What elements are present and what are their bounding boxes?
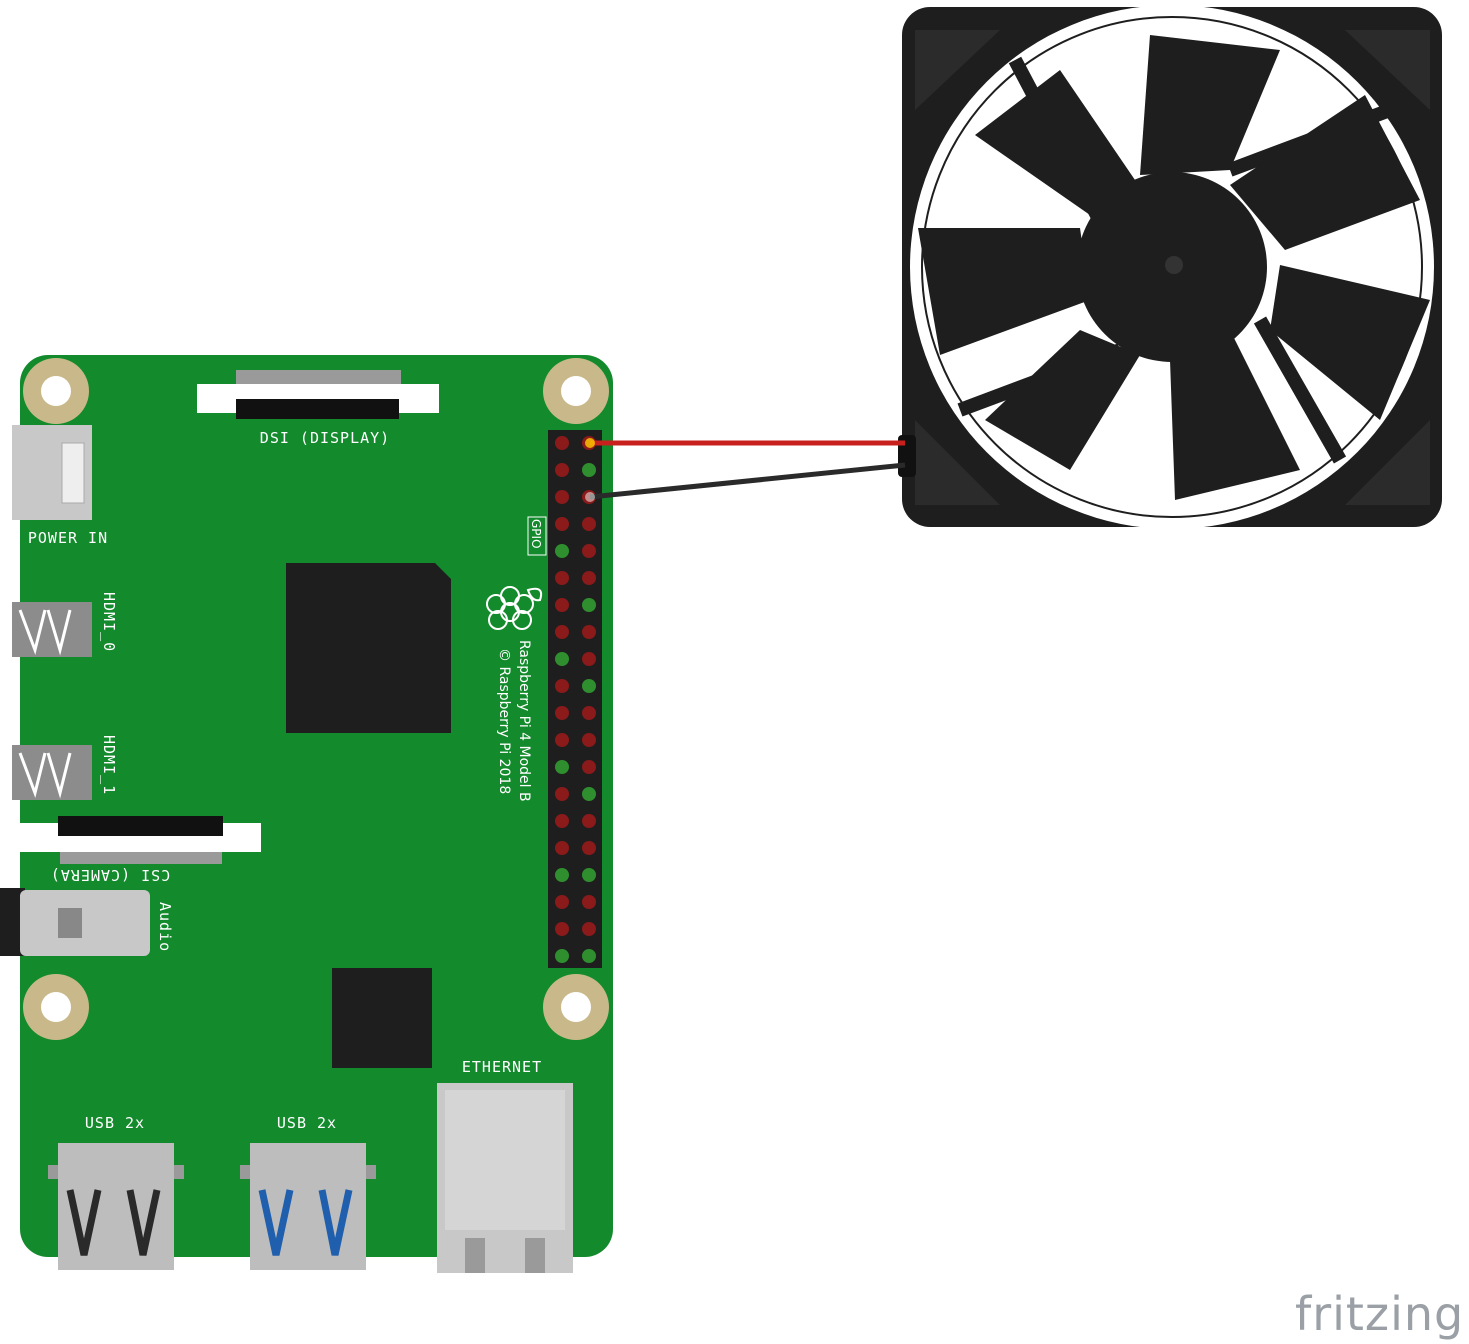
gpio-pin[interactable] (582, 679, 596, 693)
gpio-pin[interactable] (582, 598, 596, 612)
power-in-label: POWER IN (28, 529, 108, 547)
ethernet-port (437, 1083, 573, 1273)
gpio-pin[interactable] (555, 436, 569, 450)
raspberry-logo (486, 586, 543, 630)
hdmi1-port (12, 745, 92, 800)
mount-pads (23, 358, 609, 1040)
fan-strut (1253, 316, 1347, 464)
usb2-label: USB 2x (85, 1114, 145, 1132)
gpio-pin[interactable] (555, 490, 569, 504)
power-usbc-port (12, 425, 92, 520)
gpio-pin[interactable] (555, 760, 569, 774)
model-text: Raspberry Pi 4 Model B (516, 640, 532, 802)
fan-corner (915, 30, 1000, 110)
hdmi0-label: HDMI_0 (100, 592, 118, 652)
gpio-pin[interactable] (555, 814, 569, 828)
gpio-pin[interactable] (582, 571, 596, 585)
usb3-label: USB 2x (277, 1114, 337, 1132)
csi-label: CSI (CAMERA) (50, 866, 170, 884)
gpio-pin[interactable] (555, 949, 569, 963)
gpio-pin[interactable] (555, 895, 569, 909)
fan-corner (1345, 30, 1430, 110)
gpio-pin[interactable] (582, 706, 596, 720)
gpio-pin[interactable] (582, 895, 596, 909)
fan-hub-center (1165, 256, 1183, 274)
gpio-pin[interactable] (555, 517, 569, 531)
gpio-pins (555, 436, 596, 963)
dsi-connector (197, 370, 439, 419)
gpio-pin[interactable] (582, 517, 596, 531)
gpio-pin[interactable] (555, 787, 569, 801)
wire-endpoint[interactable] (585, 438, 595, 448)
gpio-pin[interactable] (555, 544, 569, 558)
gpio-pin[interactable] (582, 814, 596, 828)
gpio-pin[interactable] (555, 625, 569, 639)
cooling-fan (898, 5, 1442, 529)
gpio-pin[interactable] (555, 922, 569, 936)
dsi-label: DSI (DISPLAY) (260, 429, 390, 447)
gpio-pin[interactable] (582, 922, 596, 936)
fan-corner (1345, 420, 1430, 505)
csi-connector (18, 816, 261, 864)
wire-endpoint[interactable] (585, 492, 595, 502)
gpio-pin[interactable] (555, 841, 569, 855)
usb2-port (48, 1143, 184, 1270)
gpio-pin[interactable] (582, 463, 596, 477)
gpio-pin[interactable] (555, 733, 569, 747)
gpio-pin[interactable] (582, 625, 596, 639)
fan-corner (915, 420, 1000, 505)
gpio-header (548, 430, 602, 968)
gpio-pin[interactable] (582, 652, 596, 666)
usb-controller-chip (332, 968, 432, 1068)
fritzing-brand: fritzing (1295, 1287, 1464, 1341)
hdmi0-port (12, 602, 92, 657)
gpio-pin[interactable] (582, 733, 596, 747)
audio-label: Audio (156, 902, 174, 952)
hdmi1-label: HDMI_1 (100, 735, 118, 795)
gpio-pin[interactable] (582, 760, 596, 774)
fan-ground-wire[interactable] (589, 462, 906, 500)
soc-chip (286, 563, 451, 733)
copyright-text: © Raspberry Pi 2018 (496, 648, 512, 794)
gpio-pin[interactable] (582, 544, 596, 558)
raspberry-pi-board: DSI (DISPLAY) POWER IN HDMI_0 HDMI_1 CSI… (0, 355, 613, 1273)
usb3-port (240, 1143, 376, 1270)
pcb (20, 355, 613, 1257)
audio-jack (0, 888, 150, 956)
gpio-pin[interactable] (555, 679, 569, 693)
gpio-label: GPIO (529, 519, 543, 549)
gpio-pin[interactable] (555, 598, 569, 612)
gpio-pin[interactable] (582, 787, 596, 801)
fan-blades (918, 35, 1430, 500)
gpio-pin[interactable] (582, 949, 596, 963)
gpio-pin[interactable] (555, 868, 569, 882)
gpio-label-box (527, 516, 547, 556)
gpio-pin[interactable] (582, 841, 596, 855)
gpio-pin[interactable] (555, 571, 569, 585)
gpio-pin[interactable] (555, 652, 569, 666)
gpio-pin[interactable] (555, 706, 569, 720)
gpio-pin[interactable] (582, 868, 596, 882)
ethernet-label: ETHERNET (462, 1058, 542, 1076)
gpio-pin[interactable] (555, 463, 569, 477)
